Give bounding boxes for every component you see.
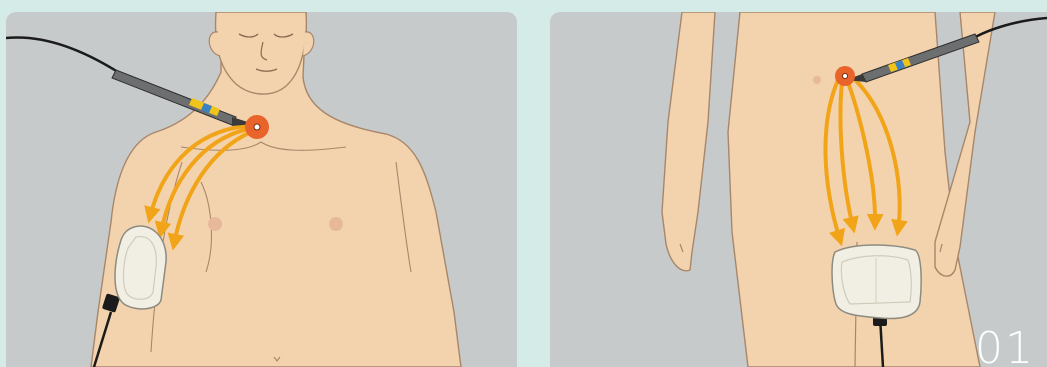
figure-number: 01 <box>975 327 1035 367</box>
shoulder-illustration <box>6 12 517 367</box>
arm-left <box>662 12 715 271</box>
panel-hip-placement: 01 <box>550 12 1047 367</box>
nipple-left <box>208 217 222 231</box>
hip-illustration <box>550 12 1047 367</box>
panel-shoulder-placement <box>6 12 517 367</box>
nipple-right <box>329 217 343 231</box>
pencil-cable <box>6 37 118 72</box>
navel <box>813 76 821 84</box>
